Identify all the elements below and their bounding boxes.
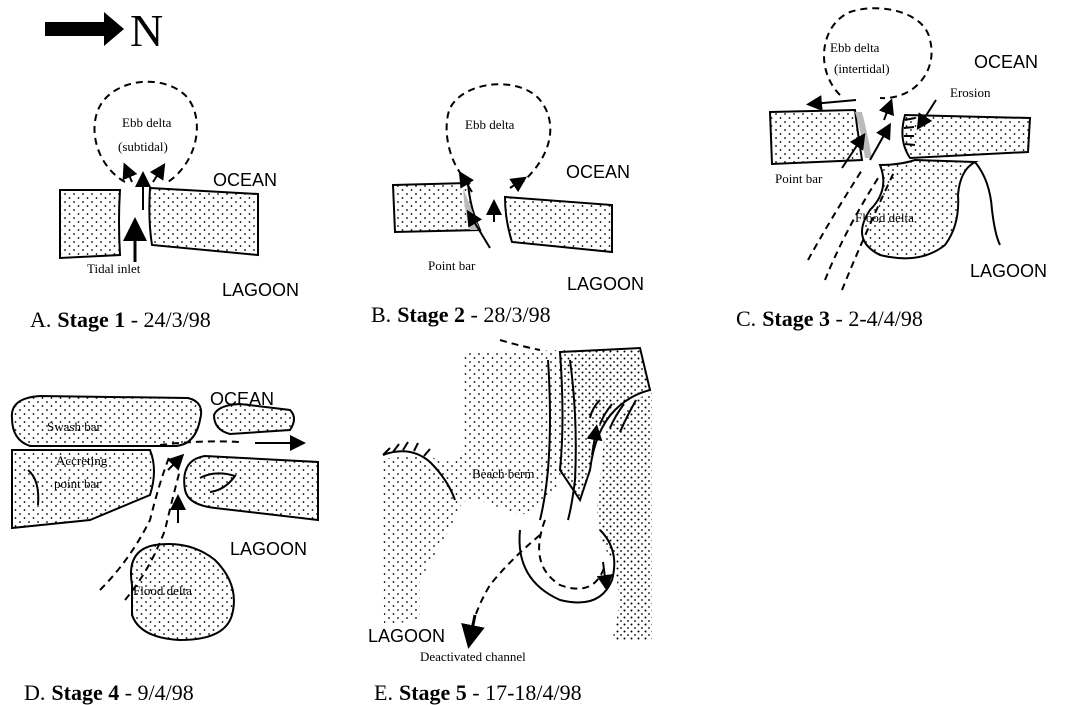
flow-arrow bbox=[126, 168, 132, 182]
label-point-bar: Point bar bbox=[428, 258, 476, 273]
label-ebb-delta: Ebb delta bbox=[465, 117, 515, 132]
ebb-delta-outline bbox=[447, 84, 551, 186]
channel-line bbox=[500, 340, 540, 350]
label-deactivated-channel: Deactivated channel bbox=[420, 649, 526, 664]
north-label: N bbox=[130, 5, 163, 56]
label-ocean: OCEAN bbox=[213, 170, 277, 190]
label-ebb-delta-sub: (intertidal) bbox=[834, 61, 890, 76]
label-ebb-delta: Ebb delta bbox=[830, 40, 880, 55]
barrier-right bbox=[184, 456, 318, 520]
flow-arrow bbox=[168, 458, 180, 470]
panel-stage-5: Beach berm LAGOON Deactivated channel bbox=[368, 340, 652, 664]
flow-arrow bbox=[812, 100, 856, 104]
label-point-bar: point bar bbox=[54, 476, 101, 491]
flow-arrow bbox=[470, 215, 490, 248]
label-tidal-inlet: Tidal inlet bbox=[87, 261, 141, 276]
label-beach-berm: Beach berm bbox=[472, 466, 534, 481]
barrier-left bbox=[770, 110, 862, 164]
panel-stage-4: OCEAN Swash bar Accreting point bar LAGO… bbox=[12, 389, 318, 640]
label-lagoon: LAGOON bbox=[222, 280, 299, 300]
label-flood-delta: Flood delta bbox=[133, 583, 192, 598]
panel-stage-2: Ebb delta OCEAN LAGOON Point bar bbox=[393, 84, 644, 294]
label-ebb-delta-sub: (subtidal) bbox=[118, 139, 168, 154]
label-accreting: Accreting bbox=[56, 453, 108, 468]
label-swash-bar: Swash bar bbox=[47, 419, 101, 434]
deactivated-channel-line bbox=[470, 535, 540, 635]
panel-stage-1: Ebb delta (subtidal) OCEAN LAGOON Tidal … bbox=[60, 82, 299, 300]
barrier-right bbox=[149, 188, 258, 255]
channel-line bbox=[539, 520, 605, 589]
north-arrow-shaft bbox=[45, 22, 107, 36]
flow-arrow bbox=[884, 104, 890, 120]
label-ocean: OCEAN bbox=[566, 162, 630, 182]
label-lagoon: LAGOON bbox=[567, 274, 644, 294]
north-arrow: N bbox=[45, 5, 163, 56]
flow-arrow bbox=[603, 562, 606, 585]
swash-bar bbox=[12, 396, 201, 446]
panel-stage-3: Ebb delta (intertidal) OCEAN Erosion Poi… bbox=[770, 8, 1047, 290]
flow-arrow bbox=[153, 168, 162, 182]
flow-arrow bbox=[870, 128, 888, 160]
label-lagoon: LAGOON bbox=[230, 539, 307, 559]
caption-stage-5: E.Stage 5 - 17-18/4/98 bbox=[374, 680, 582, 705]
flood-channel bbox=[520, 530, 615, 603]
barrier-right bbox=[505, 197, 612, 252]
label-ocean: OCEAN bbox=[210, 389, 274, 409]
caption-stage-4: D.Stage 4 - 9/4/98 bbox=[24, 680, 194, 705]
label-ebb-delta: Ebb delta bbox=[122, 115, 172, 130]
caption-stage-2: B.Stage 2 - 28/3/98 bbox=[371, 302, 551, 327]
caption-stage-3: C.Stage 3 - 2-4/4/98 bbox=[736, 306, 923, 331]
label-point-bar: Point bar bbox=[775, 171, 823, 186]
scarp-hatch bbox=[383, 442, 430, 456]
label-lagoon: LAGOON bbox=[970, 261, 1047, 281]
flow-arrow bbox=[470, 615, 475, 640]
north-arrow-head-icon bbox=[104, 12, 124, 46]
label-erosion: Erosion bbox=[950, 85, 991, 100]
ebb-delta-outline bbox=[94, 82, 196, 182]
caption-stage-1: A.Stage 1 - 24/3/98 bbox=[30, 307, 211, 332]
label-lagoon: LAGOON bbox=[368, 626, 445, 646]
beach-berm bbox=[383, 350, 570, 625]
label-ocean: OCEAN bbox=[974, 52, 1038, 72]
label-flood-delta: Flood delta bbox=[855, 210, 914, 225]
lagoon-shore bbox=[975, 162, 1000, 245]
flood-lobe bbox=[597, 392, 652, 640]
barrier-left bbox=[60, 190, 120, 258]
